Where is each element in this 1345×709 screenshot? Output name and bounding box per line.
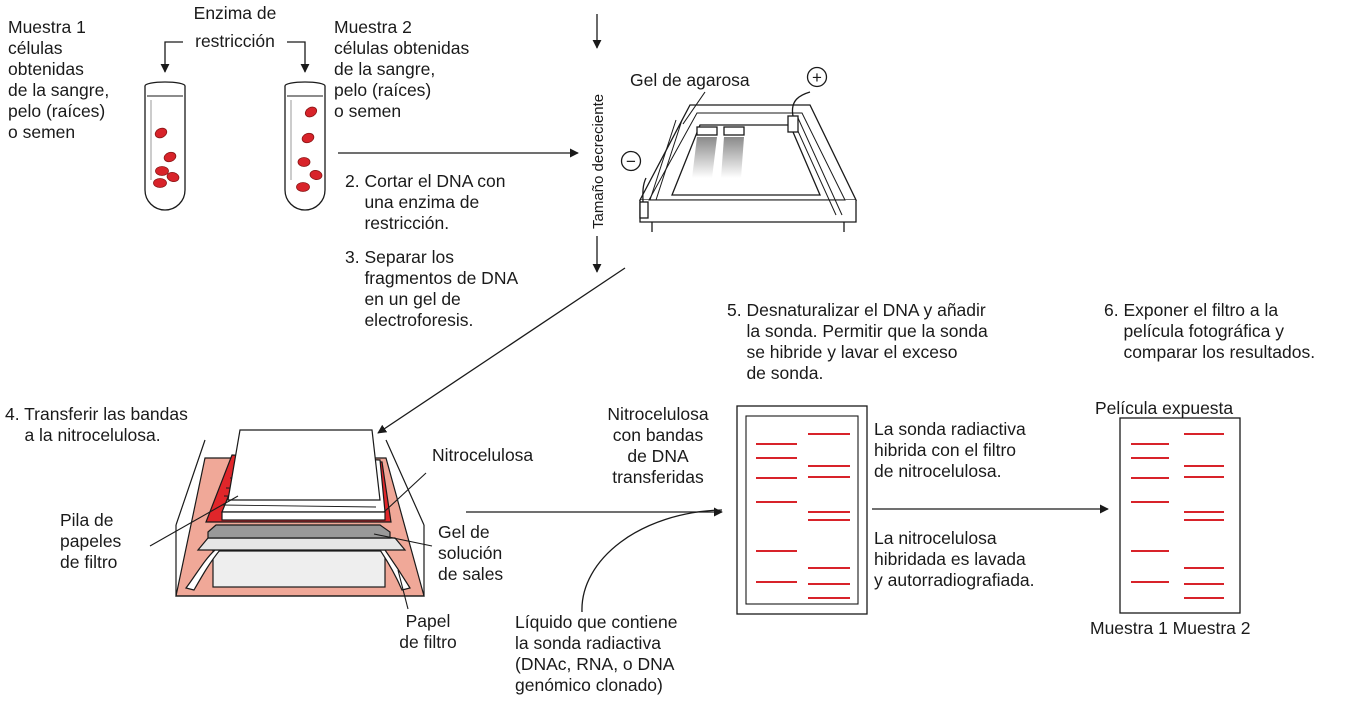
- filter-paper-stack: [227, 429, 381, 501]
- support-block: [212, 550, 386, 588]
- membrane-bands: [756, 433, 850, 599]
- electrophoresis-apparatus: [638, 91, 858, 232]
- enzyme-label-line2: restricción: [195, 31, 275, 51]
- exposed-film: [1119, 417, 1241, 614]
- step-6-label: 6. Exponer el filtro a la película fotog…: [1104, 300, 1316, 362]
- blood-cells-1: [153, 127, 180, 188]
- plus-electrode: +: [806, 66, 828, 88]
- step-4-label: 4. Transferir las bandas a la nitrocelul…: [5, 404, 188, 445]
- hybridization-label: La sonda radiactiva hibrida con el filtr…: [874, 419, 1026, 481]
- salt-gel-label: Gel de solución de sales: [438, 522, 504, 584]
- nitrocellulose-label: Nitrocelulosa: [432, 445, 534, 465]
- arrow-to-transfer: [377, 267, 626, 434]
- minus-electrode: −: [620, 150, 642, 172]
- filter-pile-label: Pila de papeles de filtro: [60, 510, 122, 572]
- nitrocellulose-membrane: [736, 405, 868, 615]
- film-lanes-label: Muestra 1 Muestra 2: [1090, 618, 1251, 638]
- sample-1-label: Muestra 1 células obtenidas de la sangre…: [8, 17, 110, 142]
- enzyme-bracket: [160, 41, 310, 73]
- step-5-label: 5. Desnaturalizar el DNA y añadir la son…: [727, 300, 988, 383]
- wash-label: La nitrocelulosa hibridada es lavada y a…: [874, 528, 1035, 590]
- gel-block: [207, 524, 391, 539]
- step-3-label: 3. Separar los fragmentos de DNA en un g…: [345, 247, 519, 330]
- plus-sign: +: [812, 68, 822, 87]
- test-tube-sample-1: [144, 81, 186, 211]
- blood-cells-2: [296, 106, 323, 192]
- enzyme-label-line1: Enzima de: [193, 3, 277, 23]
- transfer-leaders: [149, 472, 433, 610]
- film-title: Película expuesta: [1095, 398, 1234, 418]
- filter-paper-base: [196, 537, 407, 551]
- transfer-apparatus: [175, 429, 425, 597]
- minus-sign: −: [626, 152, 636, 171]
- filter-paper-label: Papel de filtro: [399, 611, 457, 652]
- test-tube-sample-2: [284, 81, 326, 211]
- probe-liquid-label: Líquido que contiene la sonda radiactiva…: [515, 612, 678, 695]
- transferred-bands-label: Nitrocelulosa con bandas de DNA transfer…: [607, 404, 709, 487]
- film-bands: [1131, 433, 1224, 599]
- gel-label: Gel de agarosa: [630, 70, 750, 90]
- gel-label-leader: [682, 91, 706, 125]
- size-axis-label: Tamaño decreciente: [590, 93, 607, 229]
- sample-2-label: Muestra 2 células obtenidas de la sangre…: [334, 17, 470, 121]
- step-2-label: 2. Cortar el DNA con una enzima de restr…: [345, 171, 506, 233]
- probe-liquid-curve: [581, 509, 723, 613]
